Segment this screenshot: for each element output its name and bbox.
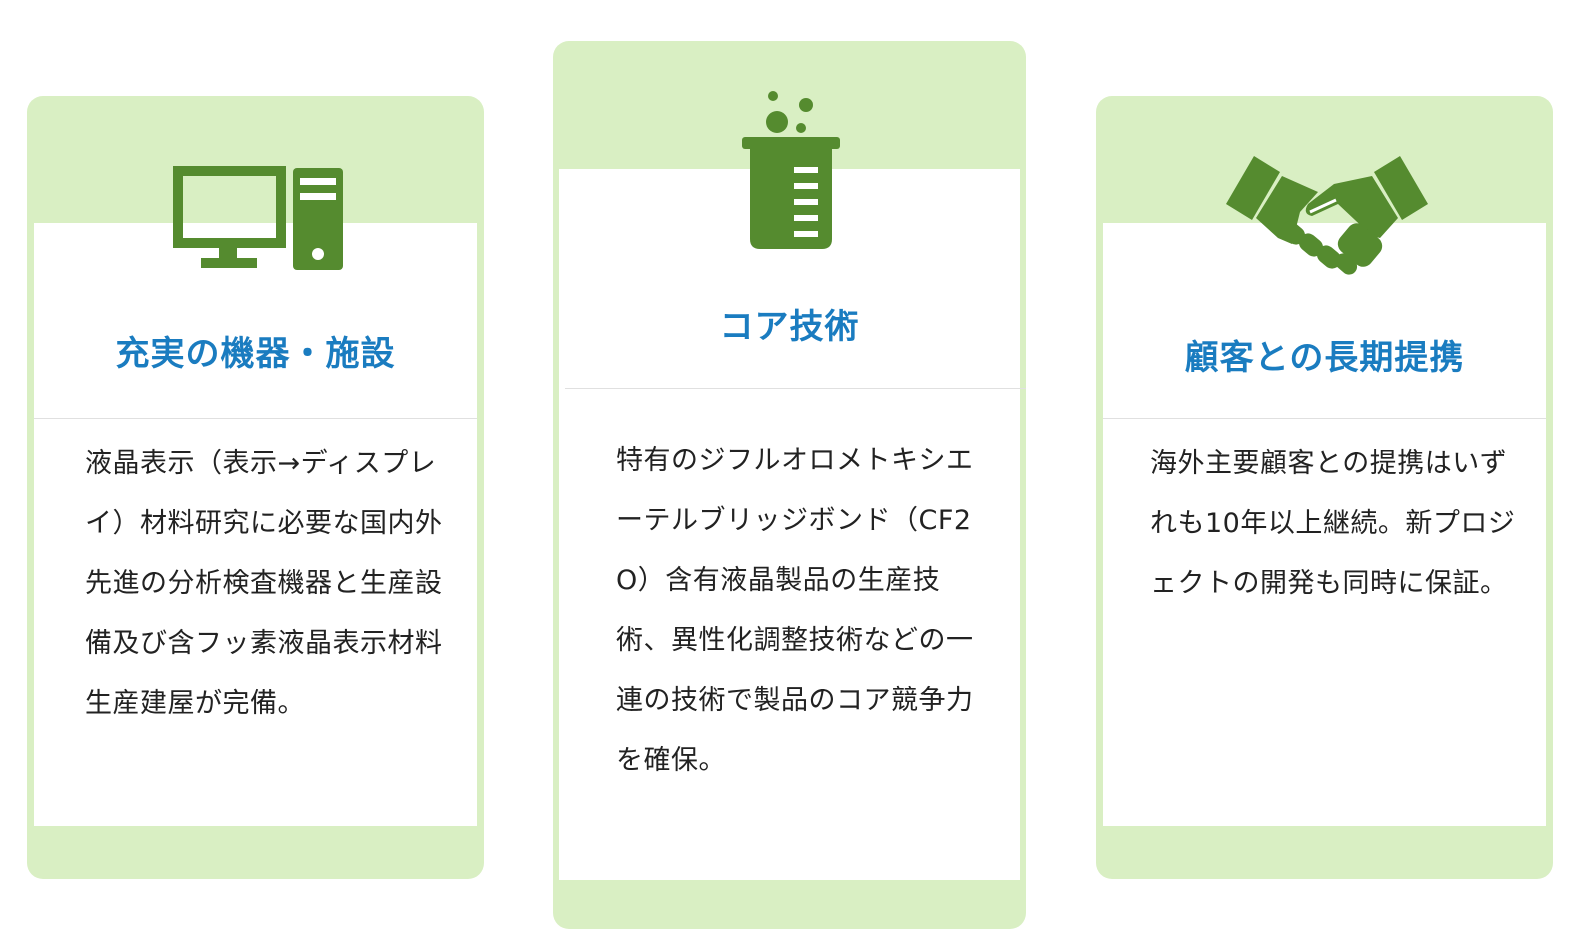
beaker-icon <box>742 91 840 249</box>
card-content-panel <box>1103 223 1546 826</box>
card-content-panel <box>34 223 477 826</box>
handshake-icon <box>1226 156 1428 275</box>
card-title: コア技術 <box>719 307 860 347</box>
computer-icon <box>173 166 343 270</box>
divider <box>1103 418 1546 419</box>
feature-card-core-technology: コア技術 特有のジフルオロメトキシエーテルブリッジボンド（CF2O）含有液晶製品… <box>553 41 1026 929</box>
divider <box>34 418 477 419</box>
card-content-panel <box>559 169 1020 880</box>
card-description: 液晶表示（表示→ディスプレイ）材料研究に必要な国内外先進の分析検査機器と生産設備… <box>85 448 443 719</box>
card-title: 充実の機器・施設 <box>115 334 396 374</box>
card-description: 海外主要顧客との提携はいずれも10年以上継続。新プロジェクトの開発も同時に保証。 <box>1150 448 1516 599</box>
card-description: 特有のジフルオロメトキシエーテルブリッジボンド（CF2O）含有液晶製品の生産技術… <box>616 445 974 776</box>
feature-card-long-term-partnership: 顧客との長期提携 海外主要顧客との提携はいずれも10年以上継続。新プロジェクトの… <box>1096 96 1553 879</box>
divider <box>565 388 1026 389</box>
feature-card-facilities: 充実の機器・施設 液晶表示（表示→ディスプレイ）材料研究に必要な国内外先進の分析… <box>27 96 484 879</box>
card-title: 顧客との長期提携 <box>1184 338 1465 378</box>
